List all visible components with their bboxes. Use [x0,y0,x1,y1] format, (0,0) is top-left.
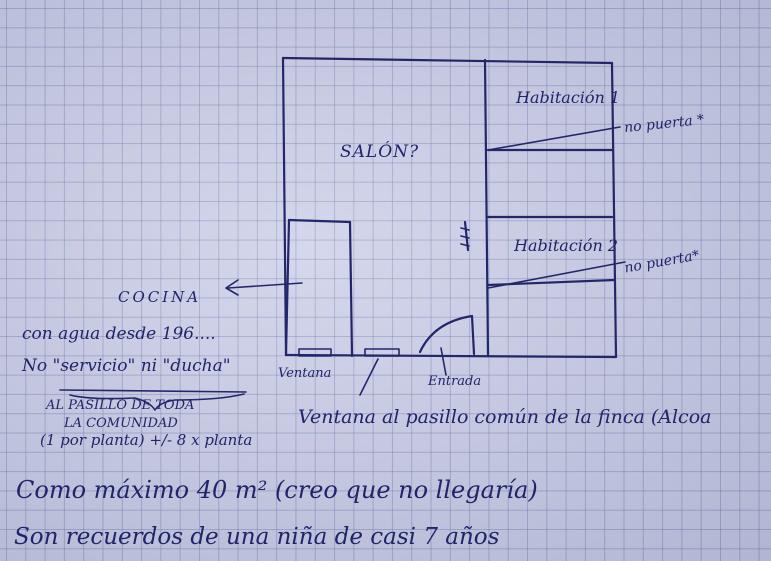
door-swing [418,314,474,354]
label-cocina: COCINA [118,288,202,306]
entrance-pointer [440,347,447,376]
kitchen-wall-left [284,218,291,357]
note-hallway-3: (1 por planta) +/- 8 x planta [40,431,253,449]
note-memories: Son recuerdos de una niña de casi 7 años [14,524,500,550]
window-pointer [359,358,379,396]
kitchen-arrow-head [225,279,239,296]
kitchen-arrow [227,282,303,289]
outer-wall-top [281,56,614,65]
window-2 [364,348,400,357]
label-entrada: Entrada [428,374,482,389]
outer-wall-right [610,61,618,359]
note-hallway-1: AL PASILLO DE TODA [46,398,195,413]
label-habitacion-1: Habitación 1 [516,88,621,107]
label-ventana: Ventana [278,366,332,381]
note-max-size: Como máximo 40 m² (creo que no llegaría) [16,476,538,504]
outer-wall-left [281,56,288,357]
door-leaf [470,314,476,356]
note-window-corridor: Ventana al pasillo común de la finca (Al… [298,406,712,428]
note-no-toilet: No "servicio" ni "ducha" [22,356,231,376]
pointer-room2 [487,261,626,289]
outer-wall-bottom [284,353,618,359]
window-1 [298,348,332,357]
note-kitchen-water: con agua desde 196.... [22,324,216,344]
note-hallway-2: LA COMUNIDAD [64,416,178,431]
pointer-room1 [487,126,621,151]
label-habitacion-2: Habitación 2 [514,236,619,255]
note-underline [59,389,247,393]
brace [69,393,245,411]
kitchen-wall-top [287,218,352,224]
door-mark-ticks [460,227,470,247]
label-salon: SALÓN? [340,142,420,162]
kitchen-wall-right [348,220,354,358]
partition-rooms-left [483,58,490,357]
